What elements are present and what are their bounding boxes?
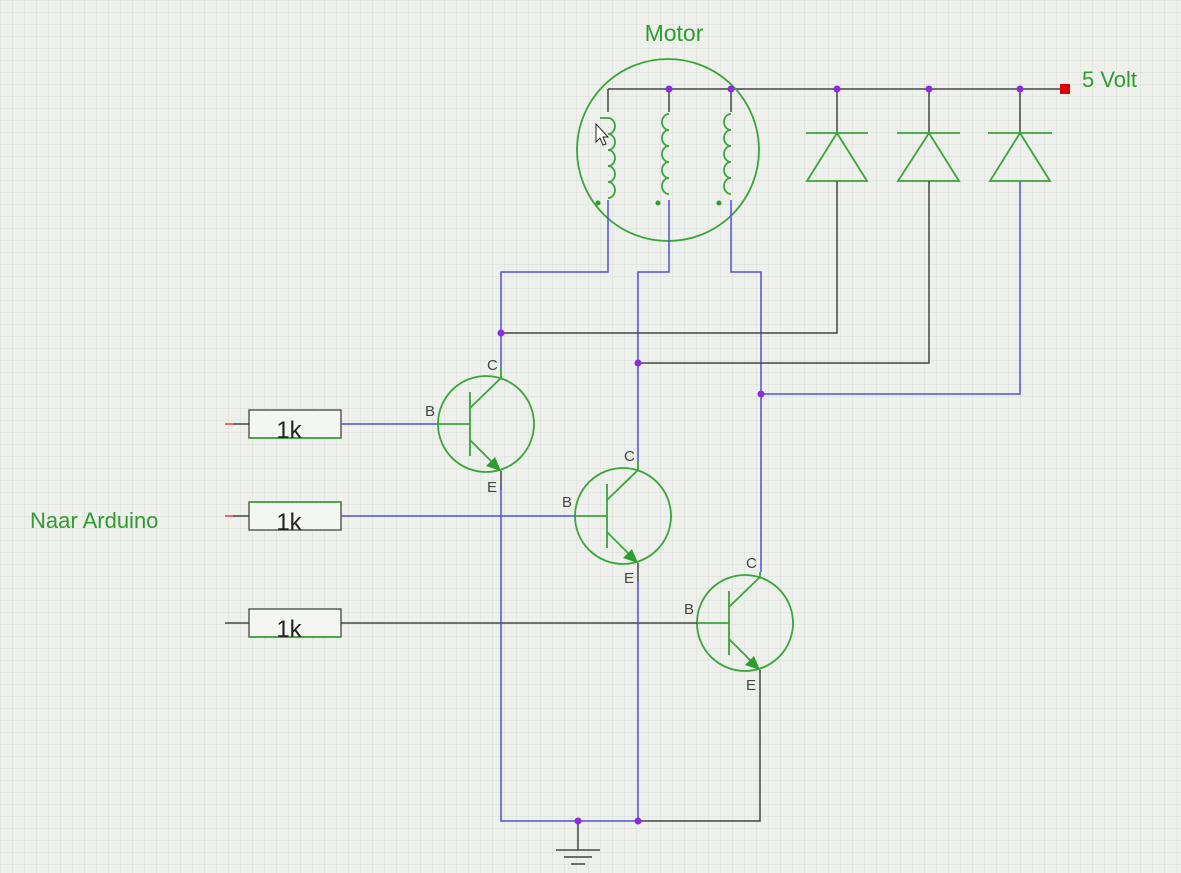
- motor-label: Motor: [645, 20, 704, 46]
- motor-coil-3: [716, 89, 732, 206]
- junction-nodes: [497, 85, 1024, 825]
- q3-emitter-label: E: [746, 677, 756, 694]
- motor-coil-2: [655, 89, 670, 206]
- ground-icon: [556, 821, 600, 865]
- arduino-label: Naar Arduino: [30, 508, 158, 533]
- supply-terminal[interactable]: [1060, 84, 1070, 94]
- resistor-2-value: 1k: [276, 509, 302, 536]
- resistor-3-value: 1k: [276, 616, 302, 643]
- resistor-3[interactable]: [225, 608, 697, 638]
- wire-emitter3-ground: [638, 690, 761, 822]
- wire-coil3-collector3: [730, 200, 762, 572]
- q2-base-label: B: [562, 494, 572, 511]
- resistor-2[interactable]: [225, 501, 575, 531]
- transistor-2[interactable]: [574, 462, 672, 582]
- q1-base-label: B: [425, 403, 435, 420]
- diode-1[interactable]: [501, 89, 869, 334]
- q1-collector-label: C: [487, 357, 498, 374]
- q1-emitter-label: E: [487, 479, 497, 496]
- supply-label: 5 Volt: [1082, 67, 1137, 92]
- motor-body: [576, 58, 760, 242]
- q3-collector-label: C: [746, 555, 757, 572]
- diode-3[interactable]: [761, 89, 1052, 395]
- wire-coil1-collector1: [500, 200, 609, 367]
- transistor-1[interactable]: [436, 367, 535, 490]
- resistor-1-value: 1k: [276, 417, 302, 444]
- diode-2[interactable]: [638, 89, 961, 364]
- q3-base-label: B: [684, 601, 694, 618]
- transistor-3[interactable]: [696, 572, 794, 690]
- cursor-icon: [595, 122, 610, 146]
- q2-emitter-label: E: [624, 570, 634, 587]
- motor[interactable]: [576, 58, 760, 242]
- resistor-1[interactable]: [225, 409, 436, 439]
- q2-collector-label: C: [624, 448, 635, 465]
- wire-emitter1-ground: [500, 490, 638, 822]
- wire-coil2-collector2: [637, 200, 670, 462]
- motor-coil-1: [595, 89, 616, 206]
